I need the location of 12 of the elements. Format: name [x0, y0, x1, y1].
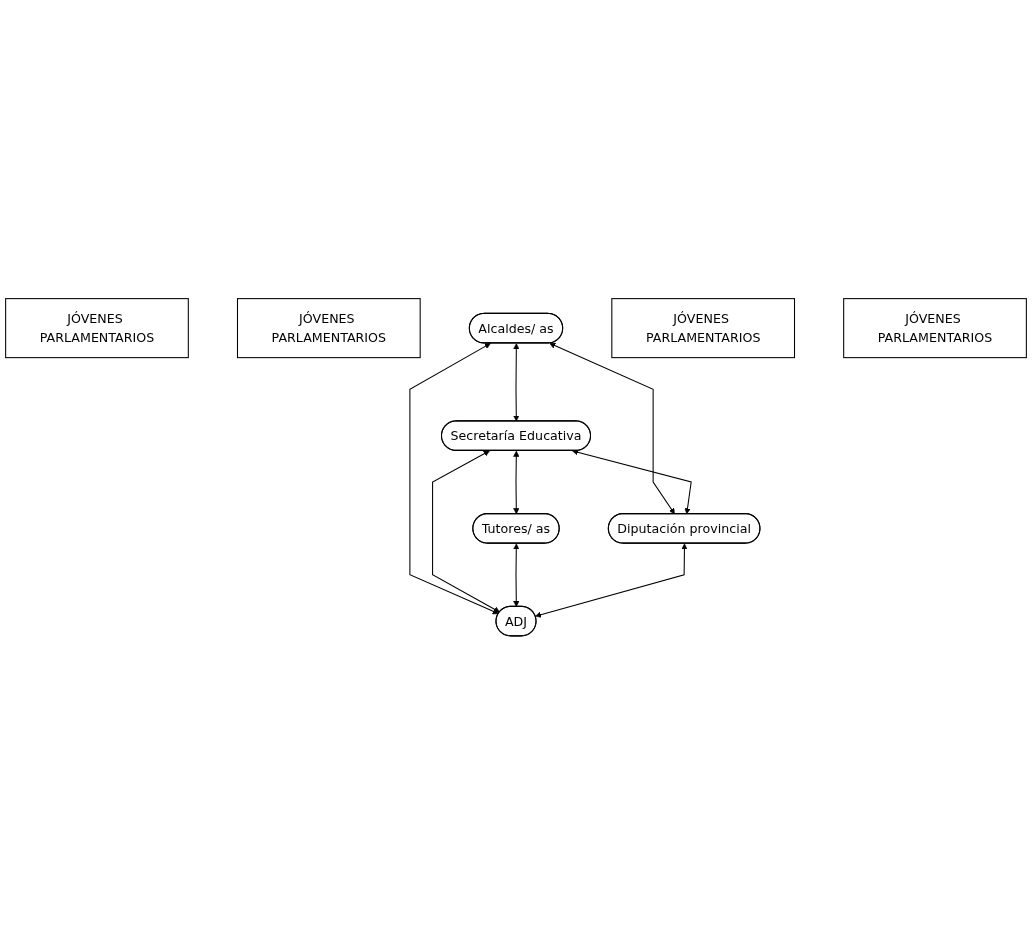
arrow	[513, 343, 520, 422]
node-box: JÓVENES PARLAMENTARIOS	[5, 298, 189, 359]
arrow	[535, 543, 688, 618]
arrow	[513, 451, 520, 515]
node-box: JÓVENES PARLAMENTARIOS	[611, 298, 796, 359]
arrow	[409, 343, 499, 615]
arrow	[549, 343, 675, 515]
arrow	[513, 543, 520, 608]
arrow	[572, 449, 692, 515]
arrow	[432, 450, 500, 613]
node-box: JÓVENES PARLAMENTARIOS	[843, 298, 1027, 359]
node-box: JÓVENES PARLAMENTARIOS	[236, 298, 421, 359]
